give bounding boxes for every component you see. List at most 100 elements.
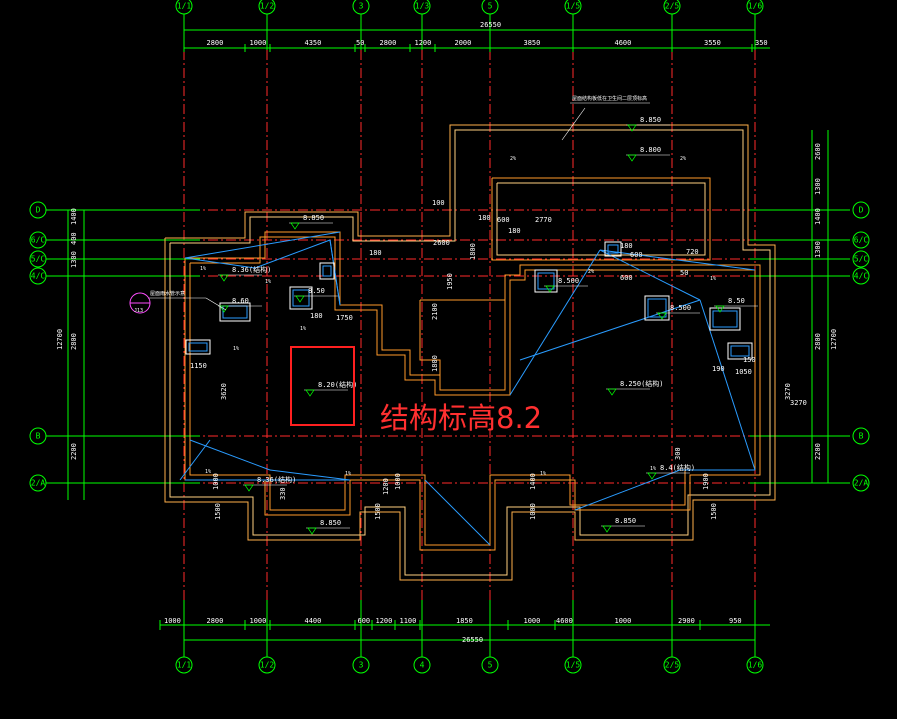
bottom-total-dim: 26550 (462, 636, 483, 644)
elevation-label-11: 8.4(结构) (660, 463, 695, 472)
slope-label-11: 2% (588, 269, 594, 275)
inner-dim-31: 1000 (212, 473, 220, 490)
bottom-dim-2: 1000 (250, 617, 267, 625)
inner-dim-0: 1750 (336, 314, 353, 322)
elevation-mark-1 (627, 154, 637, 162)
inner-dim-6: 1950 (446, 273, 454, 290)
axis-bubble-bottom-2 (352, 656, 370, 674)
drain-box-inner-0 (322, 265, 332, 277)
left-dim-4: 2800 (70, 333, 78, 350)
left-dim-5: 2200 (70, 443, 78, 460)
axis-bubble-top-3 (413, 0, 431, 15)
axis-bubble-left-2-label: 5/C (31, 255, 46, 264)
note-downpipe: 屋面雨水管示意 (150, 290, 185, 297)
inner-dim-11: 2770 (535, 216, 552, 224)
elevation-label-6: 8.20(结构) (318, 380, 357, 389)
inner-dim-30: 330 (279, 487, 287, 500)
drain-box-2 (219, 302, 251, 322)
slope-label-6: 1% (540, 471, 546, 477)
elevation-label-1: 8.800 (640, 146, 661, 154)
roof-outline-outer (164, 124, 776, 581)
right-dim-4: 2800 (814, 333, 822, 350)
slope-line-7 (509, 249, 601, 396)
slope-line-12 (574, 469, 681, 511)
slope-line-15 (179, 439, 211, 481)
left-dim-0: 1400 (70, 208, 78, 225)
axis-bubble-bottom-5 (564, 656, 582, 674)
axis-bubble-top-4 (481, 0, 499, 15)
slope-line-14 (424, 479, 491, 546)
right-dim-7: 2200 (814, 443, 822, 460)
axis-bubble-top-5 (564, 0, 582, 15)
axis-bubble-left-1 (29, 231, 47, 249)
slope-line-9 (599, 249, 701, 301)
inner-dim-7: 2100 (431, 303, 439, 320)
slope-line-8 (599, 249, 756, 271)
inner-dim-8: 1800 (431, 355, 439, 372)
detail-tag-label: J13 (134, 308, 143, 314)
inner-dim-29: 1500 (214, 503, 222, 520)
axis-bubble-left-1-label: 6/C (31, 236, 46, 245)
axis-bubble-bottom-6-label: 2/5 (665, 661, 680, 670)
axis-bubble-left-5 (29, 474, 47, 492)
axis-bubble-right-1 (852, 231, 870, 249)
elevation-mark-0 (627, 124, 637, 132)
slope-line-5 (254, 239, 331, 269)
bottom-dim-7: 1850 (456, 617, 473, 625)
slope-line-4 (184, 257, 256, 269)
axis-bubble-bottom-4 (481, 656, 499, 674)
top-dim-0: 2800 (207, 39, 224, 47)
drain-box-inner-5 (647, 298, 667, 318)
axis-bubble-top-3-label: 1/3 (415, 2, 430, 11)
elevation-label-13: 8.850 (320, 519, 341, 527)
note-leader (561, 107, 586, 141)
slope-line-3 (269, 469, 351, 481)
drain-box-inner-3 (188, 342, 208, 352)
elevation-mark-13 (307, 527, 317, 535)
axis-bubble-right-2-label: 5/C (854, 255, 869, 264)
axis-bubble-right-5 (852, 474, 870, 492)
inner-dim-13: 720 (686, 248, 699, 256)
axis-bubble-bottom-4-label: 5 (488, 661, 493, 670)
axis-bubble-left-4-label: B (36, 432, 41, 441)
elevation-label-0: 8.850 (640, 116, 661, 124)
drain-box-8 (604, 241, 622, 257)
elevation-mark-9 (715, 305, 725, 313)
drain-box-6 (709, 307, 741, 331)
right-dim-3: 1300 (814, 241, 822, 258)
parapet-line-inner (189, 236, 756, 546)
axis-bubble-top-1 (258, 0, 276, 15)
left-dim-3: 12700 (56, 329, 64, 350)
inner-dim-19: 190 (712, 365, 725, 373)
bottom-dim-9: 4600 (556, 617, 573, 625)
inner-dim-32: 1200 (382, 478, 390, 495)
right-dim-5: 12700 (830, 329, 838, 350)
bottom-dim-1: 2800 (207, 617, 224, 625)
top-dim-10: 350 (755, 39, 768, 47)
top-dim-8: 4600 (615, 39, 632, 47)
inner-dim-2: 1150 (190, 362, 207, 370)
slope-line-0 (184, 231, 341, 259)
slope-label-9: 2% (510, 156, 516, 162)
slope-label-3: 1% (233, 346, 239, 352)
shaft-box (419, 299, 506, 391)
elevation-mark-14 (602, 525, 612, 533)
inner-dim-1: 180 (310, 312, 323, 320)
top-total-dim: 26550 (480, 21, 501, 29)
elevation-label-2: 8.850 (303, 214, 324, 222)
axis-bubble-left-4 (29, 427, 47, 445)
right-dim-0: 2600 (814, 143, 822, 160)
drain-box-inner-4 (537, 272, 555, 290)
elevation-label-14: 8.850 (615, 517, 636, 525)
axis-bubble-bottom-2-label: 3 (359, 661, 364, 670)
axis-bubble-bottom-7-label: 1/6 (748, 661, 763, 670)
raised-block-inner (496, 182, 706, 256)
inner-dim-26: 1500 (374, 503, 382, 520)
inner-dim-20: 150 (743, 356, 756, 364)
axis-bubble-bottom-5-label: 1/5 (566, 661, 581, 670)
inner-dim-17: 50 (680, 269, 688, 277)
slope-label-7: 1% (650, 466, 656, 472)
top-dim-3: 50 (356, 39, 364, 47)
